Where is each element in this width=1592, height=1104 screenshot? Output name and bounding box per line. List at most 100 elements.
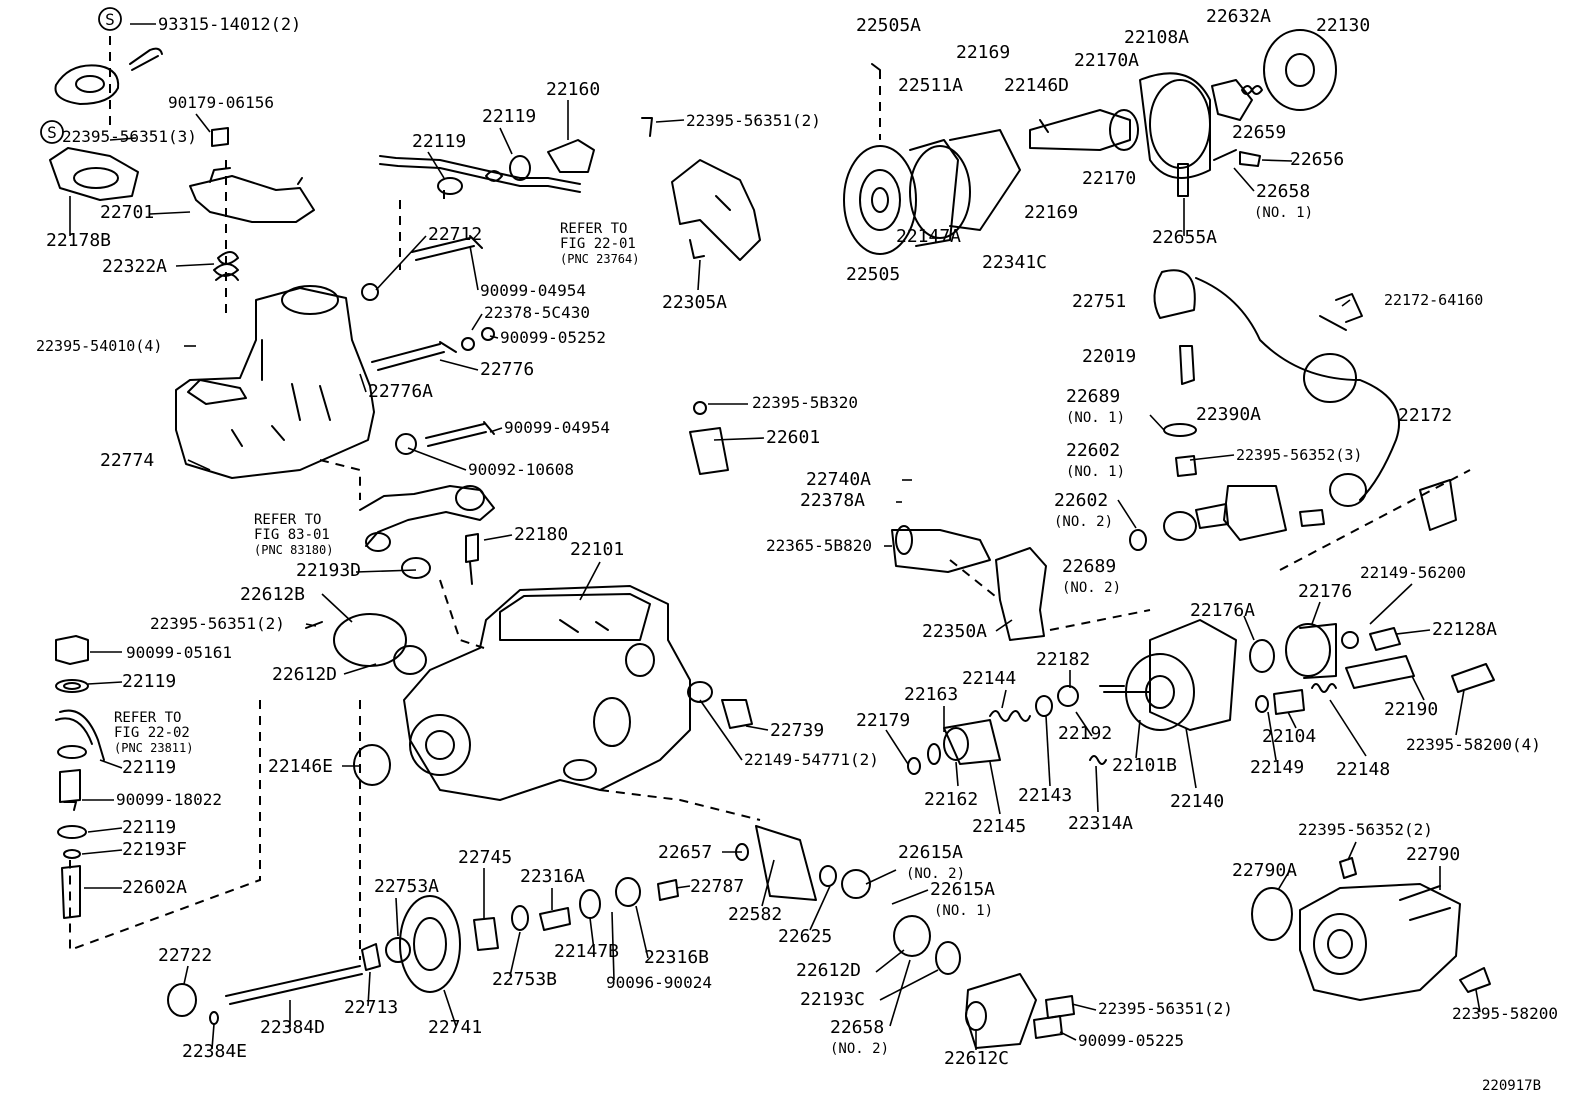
part-label: 22655A: [1152, 227, 1217, 248]
part-outline: [167, 983, 197, 1017]
part-outline: [1213, 149, 1261, 167]
part-label: 22169: [956, 42, 1010, 63]
part-label: 22170A: [1074, 50, 1139, 71]
circle-s-letter: S: [47, 123, 57, 142]
part-label: 22163: [904, 684, 958, 705]
leader-line: [879, 969, 939, 1001]
part-outline: [687, 681, 713, 703]
part-outline: [1153, 269, 1196, 319]
part-outline: [1263, 29, 1337, 111]
part-outline: [819, 865, 837, 887]
part-label: 22322A: [102, 256, 167, 277]
part-outline: [927, 743, 941, 765]
leader-line: [489, 335, 499, 339]
part-label: 90099-05161: [126, 643, 232, 662]
leader-line: [375, 235, 427, 291]
part-outline: [411, 235, 483, 261]
leader-line: [1267, 711, 1277, 761]
part-outline: [333, 613, 407, 667]
part-label: 22119: [412, 131, 466, 152]
part-outline: [359, 485, 495, 547]
leader-line: [1287, 711, 1297, 729]
part-outline: [859, 169, 901, 231]
part-outline: [1311, 683, 1337, 693]
part-outline: [1035, 695, 1053, 717]
part-outline: [371, 341, 457, 371]
part-outline: [539, 907, 571, 931]
part-label: 22384D: [260, 1017, 325, 1038]
leader-line: [395, 897, 399, 937]
part-label: 22658: [1256, 181, 1310, 202]
part-label: 22753B: [492, 969, 557, 990]
part-outline: [1241, 85, 1263, 95]
part-label: 22582: [728, 904, 782, 925]
part-label: 22612B: [240, 584, 305, 605]
part-outline: [1285, 623, 1331, 677]
leader-line: [1455, 689, 1465, 736]
part-outline: [1327, 929, 1353, 959]
part-label: 22128A: [1432, 619, 1497, 640]
part-outline: [129, 47, 163, 71]
part-outline: [49, 147, 139, 201]
part-label: 22740A: [806, 469, 871, 490]
part-outline: [1319, 293, 1363, 331]
leader-line: [1135, 719, 1141, 759]
part-label: 22395-56351(2): [686, 111, 821, 130]
part-outline: [893, 915, 931, 957]
part-label: 22176A: [1190, 600, 1255, 621]
part-label: 22149-56200: [1360, 563, 1466, 582]
part-label: 22179: [856, 710, 910, 731]
part-label: 22019: [1082, 346, 1136, 367]
part-outline: [54, 64, 120, 105]
part-label: 90099-05252: [500, 328, 606, 347]
leader-line: [955, 761, 959, 787]
part-outline: [1451, 663, 1495, 693]
part-outline: [1177, 163, 1189, 197]
leader-line: [865, 869, 897, 885]
part-label: 22180: [514, 524, 568, 545]
part-label: 22602: [1054, 490, 1108, 511]
leader-line: [995, 619, 1013, 632]
part-label: 22169: [1024, 202, 1078, 223]
part-outline: [1273, 689, 1305, 715]
part-outline: [365, 532, 391, 552]
leader-line: [1117, 499, 1137, 529]
leader-line: [675, 885, 691, 889]
part-outline: [385, 937, 411, 963]
part-outline: [281, 285, 339, 315]
part-outline: [559, 619, 609, 633]
leader-line: [499, 127, 513, 155]
part-outline: [425, 730, 455, 760]
part-label: 90092-10608: [468, 460, 574, 479]
leader-line: [635, 905, 649, 959]
part-label: 22657: [658, 842, 712, 863]
leader-line: [1341, 299, 1351, 307]
part-label: 22192: [1058, 723, 1112, 744]
reference-note: REFER TO: [560, 221, 627, 237]
part-outline: [175, 287, 375, 479]
part-label: 22101B: [1112, 755, 1177, 776]
part-outline: [187, 379, 247, 405]
leader-line: [1395, 629, 1431, 635]
part-label: 22395-56351(2): [1098, 999, 1233, 1018]
part-outline: [841, 869, 871, 899]
part-label: 22149-54771(2): [744, 750, 879, 769]
part-label: 22776: [480, 359, 534, 380]
dashed-leader: [319, 459, 361, 500]
part-label: 22632A: [1206, 6, 1271, 27]
part-outline: [353, 744, 391, 786]
part-label: 22193F: [122, 839, 187, 860]
part-outline: [1341, 631, 1359, 649]
leader-line: [1075, 711, 1093, 737]
part-outline: [1211, 79, 1253, 121]
part-outline: [379, 155, 581, 185]
part-outline: [935, 941, 961, 975]
part-outline: [995, 547, 1047, 641]
part-label: (NO. 2): [1054, 514, 1113, 530]
part-label: 22395-56351(3): [62, 127, 197, 146]
leader-line: [443, 989, 457, 1027]
part-outline: [671, 159, 761, 261]
part-outline: [437, 177, 463, 195]
part-label: 90096-90024: [606, 973, 712, 992]
part-label: 22656: [1290, 149, 1344, 170]
